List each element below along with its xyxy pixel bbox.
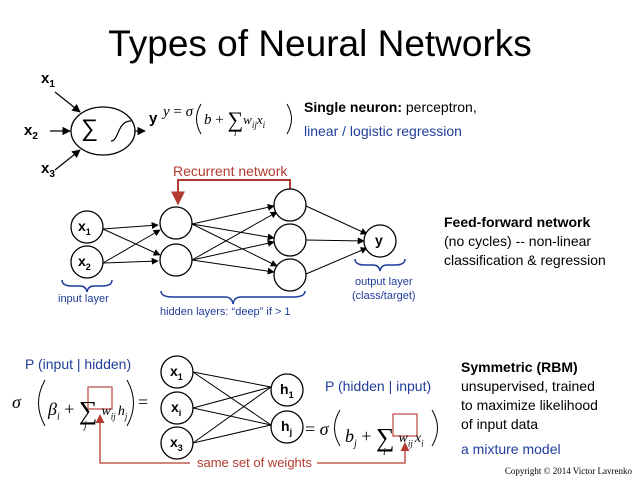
single-neuron-description: Single neuron: perceptron, xyxy=(304,99,477,115)
perceptron-formula: y = σ b + ∑wijxi i xyxy=(163,104,266,138)
rbm-line5: a mixture model xyxy=(461,441,561,457)
page-title: Types of Neural Networks xyxy=(108,23,532,64)
perceptron-diagram xyxy=(50,91,292,171)
output-y-label: y xyxy=(149,110,158,127)
recurrent-arrow xyxy=(171,179,291,206)
hidden-node xyxy=(273,188,307,222)
feed-forward-heading: Feed-forward network xyxy=(444,214,591,230)
rbm-x1-label: x1 xyxy=(170,363,183,382)
paren-right xyxy=(126,379,134,427)
input-x3-label: x3 xyxy=(41,160,55,180)
rbm-line3: to maximize likelihood xyxy=(461,397,598,413)
input-node xyxy=(70,245,104,279)
rbm-h1-label: h1 xyxy=(280,381,294,400)
input-edge xyxy=(54,91,81,113)
recurrent-network-label: Recurrent network xyxy=(173,163,288,179)
hidden-node xyxy=(273,258,307,292)
visible-node xyxy=(160,391,194,425)
paren-left xyxy=(334,409,341,447)
output-layer-brace xyxy=(354,258,406,272)
hidden-node xyxy=(270,373,304,407)
ff-input-x2-label: x2 xyxy=(78,253,91,272)
copyright-notice: Copyright © 2014 Victor Lavrenko xyxy=(504,466,632,476)
input-edge xyxy=(54,149,81,171)
weight-box xyxy=(392,413,418,437)
rbm-line4: of input data xyxy=(461,416,539,432)
shared-weights-arrow-left xyxy=(95,414,190,464)
input-x2-label: x2 xyxy=(24,122,38,142)
output-node xyxy=(363,224,397,258)
regression-types: linear / logistic regression xyxy=(304,123,462,139)
same-set-of-weights-label: same set of weights xyxy=(197,455,312,470)
hidden-node xyxy=(273,223,307,257)
input-layer-brace xyxy=(61,279,113,293)
feed-forward-line3: classification & regression xyxy=(444,252,606,268)
ff-output-y-label: y xyxy=(375,232,383,248)
p-hidden-given-input: P (hidden | input) xyxy=(325,378,432,394)
hidden-layers-label: hidden layers: “deep” if > 1 xyxy=(160,306,291,318)
edges-hidden-output xyxy=(305,205,368,275)
visible-node xyxy=(160,355,194,389)
input-x1-label: x1 xyxy=(41,70,55,90)
input-node xyxy=(70,210,104,244)
sigmoid-icon xyxy=(110,120,132,142)
edges-hidden-hidden xyxy=(191,203,278,275)
output-layer-label: output layer xyxy=(355,276,413,288)
weight-box xyxy=(87,386,113,410)
rbm-diagram xyxy=(38,355,438,464)
rbm-hj-label: hj xyxy=(281,418,293,437)
rbm-xi-label: xi xyxy=(171,399,182,418)
p-input-given-hidden: P (input | hidden) xyxy=(25,356,132,372)
hidden-node xyxy=(159,243,193,277)
hidden-node xyxy=(159,206,193,240)
feed-forward-line2: (no cycles) -- non-linear xyxy=(444,233,592,249)
output-layer-sublabel: (class/target) xyxy=(352,290,416,302)
visible-node xyxy=(160,426,194,460)
paren-left xyxy=(38,379,46,427)
hidden-node xyxy=(270,410,304,444)
paren-left xyxy=(196,103,202,135)
edges-input-hidden xyxy=(102,221,161,265)
paren-right xyxy=(431,409,438,447)
sum-symbol: ∑ xyxy=(81,115,99,142)
rbm-line2: unsupervised, trained xyxy=(461,378,595,394)
hidden-layers-brace xyxy=(160,290,306,305)
shared-weights-arrow-right xyxy=(317,442,410,464)
ff-input-x1-label: x1 xyxy=(78,218,91,237)
rbm-heading: Symmetric (RBM) xyxy=(461,359,578,375)
feed-forward-diagram xyxy=(61,179,406,305)
rbm-x3-label: x3 xyxy=(170,434,183,453)
rbm-edges xyxy=(192,371,272,444)
paren-right xyxy=(286,103,292,135)
input-layer-label: input layer xyxy=(58,293,109,305)
